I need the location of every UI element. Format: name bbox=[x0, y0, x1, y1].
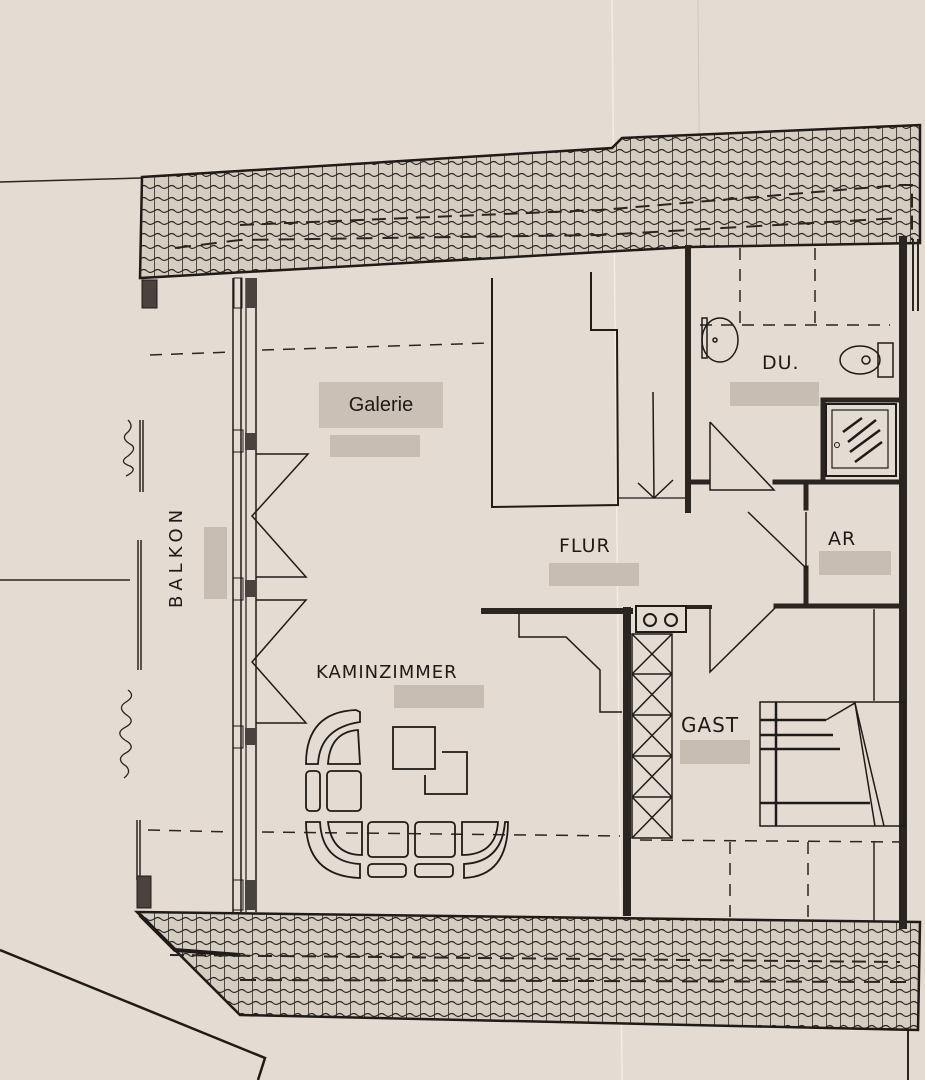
room-label-ar: AR bbox=[828, 528, 857, 550]
shower-tray bbox=[825, 403, 897, 477]
window-wall bbox=[232, 277, 257, 912]
galerie-label: Galerie bbox=[348, 393, 414, 416]
room-label-gast: GAST bbox=[681, 713, 740, 737]
room-label-balkon: BALKON bbox=[166, 504, 187, 608]
balcony-railing bbox=[136, 279, 158, 909]
toilet bbox=[839, 342, 894, 378]
room-label-flur: FLUR bbox=[559, 535, 611, 557]
redacted-area-du bbox=[730, 382, 819, 406]
handwritten-note-top bbox=[122, 419, 135, 477]
coffee-tables bbox=[392, 726, 468, 795]
redacted-area-gast bbox=[680, 740, 750, 764]
door-swings bbox=[709, 421, 807, 674]
redacted-area-balkon bbox=[204, 527, 227, 599]
room-label-kaminzimmer: KAMINZIMMER bbox=[316, 662, 458, 683]
chimney bbox=[631, 633, 673, 839]
sofa-set bbox=[305, 709, 509, 879]
roof-top bbox=[138, 123, 922, 280]
redacted-area-kaminzimmer bbox=[394, 685, 484, 708]
washbasin bbox=[701, 317, 739, 363]
counter-outline bbox=[518, 614, 622, 713]
redacted-area-flur bbox=[549, 563, 639, 586]
stair-arrow bbox=[637, 391, 674, 500]
handwritten-note-bottom bbox=[119, 689, 133, 779]
bed bbox=[759, 701, 905, 827]
room-label-du: DU. bbox=[762, 352, 800, 374]
redacted-area-galerie bbox=[330, 435, 420, 457]
room-label-galerie: Galerie bbox=[319, 382, 443, 428]
folding-doors bbox=[250, 453, 310, 724]
redacted-area-ar bbox=[819, 551, 891, 575]
stair-opening bbox=[491, 272, 688, 509]
stove bbox=[635, 605, 687, 633]
roof-bottom bbox=[133, 910, 922, 1032]
interior-walls bbox=[481, 236, 919, 929]
